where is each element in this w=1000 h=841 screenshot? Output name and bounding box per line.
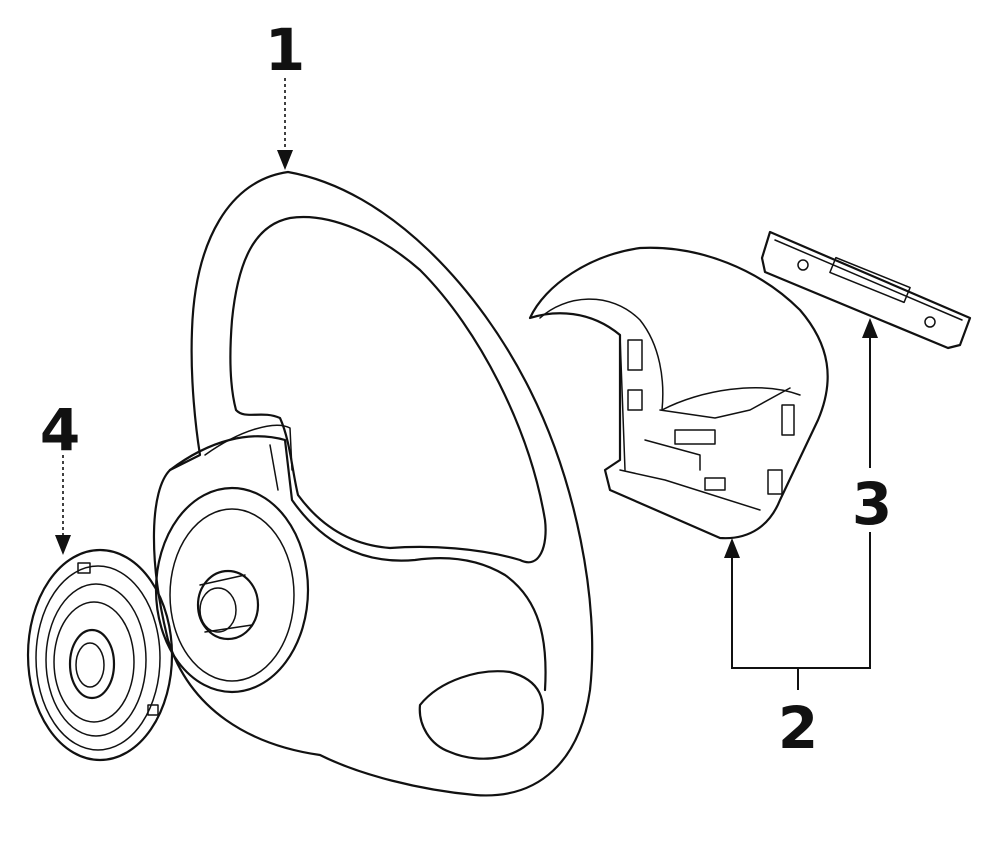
horn-pad-cover	[528, 246, 829, 540]
arrow-4	[55, 535, 71, 555]
callout-1: 1	[265, 16, 305, 84]
steering-wheel	[152, 170, 594, 797]
callout-4: 4	[40, 396, 80, 464]
callout-3: 3	[852, 470, 892, 538]
contact-plate	[26, 548, 174, 762]
callout-2: 2	[778, 694, 818, 762]
arrow-1	[277, 150, 293, 170]
arrow-3	[862, 318, 878, 338]
arrow-2	[724, 538, 740, 558]
leader-2-3	[731, 532, 871, 669]
pad-bracket	[760, 230, 972, 350]
